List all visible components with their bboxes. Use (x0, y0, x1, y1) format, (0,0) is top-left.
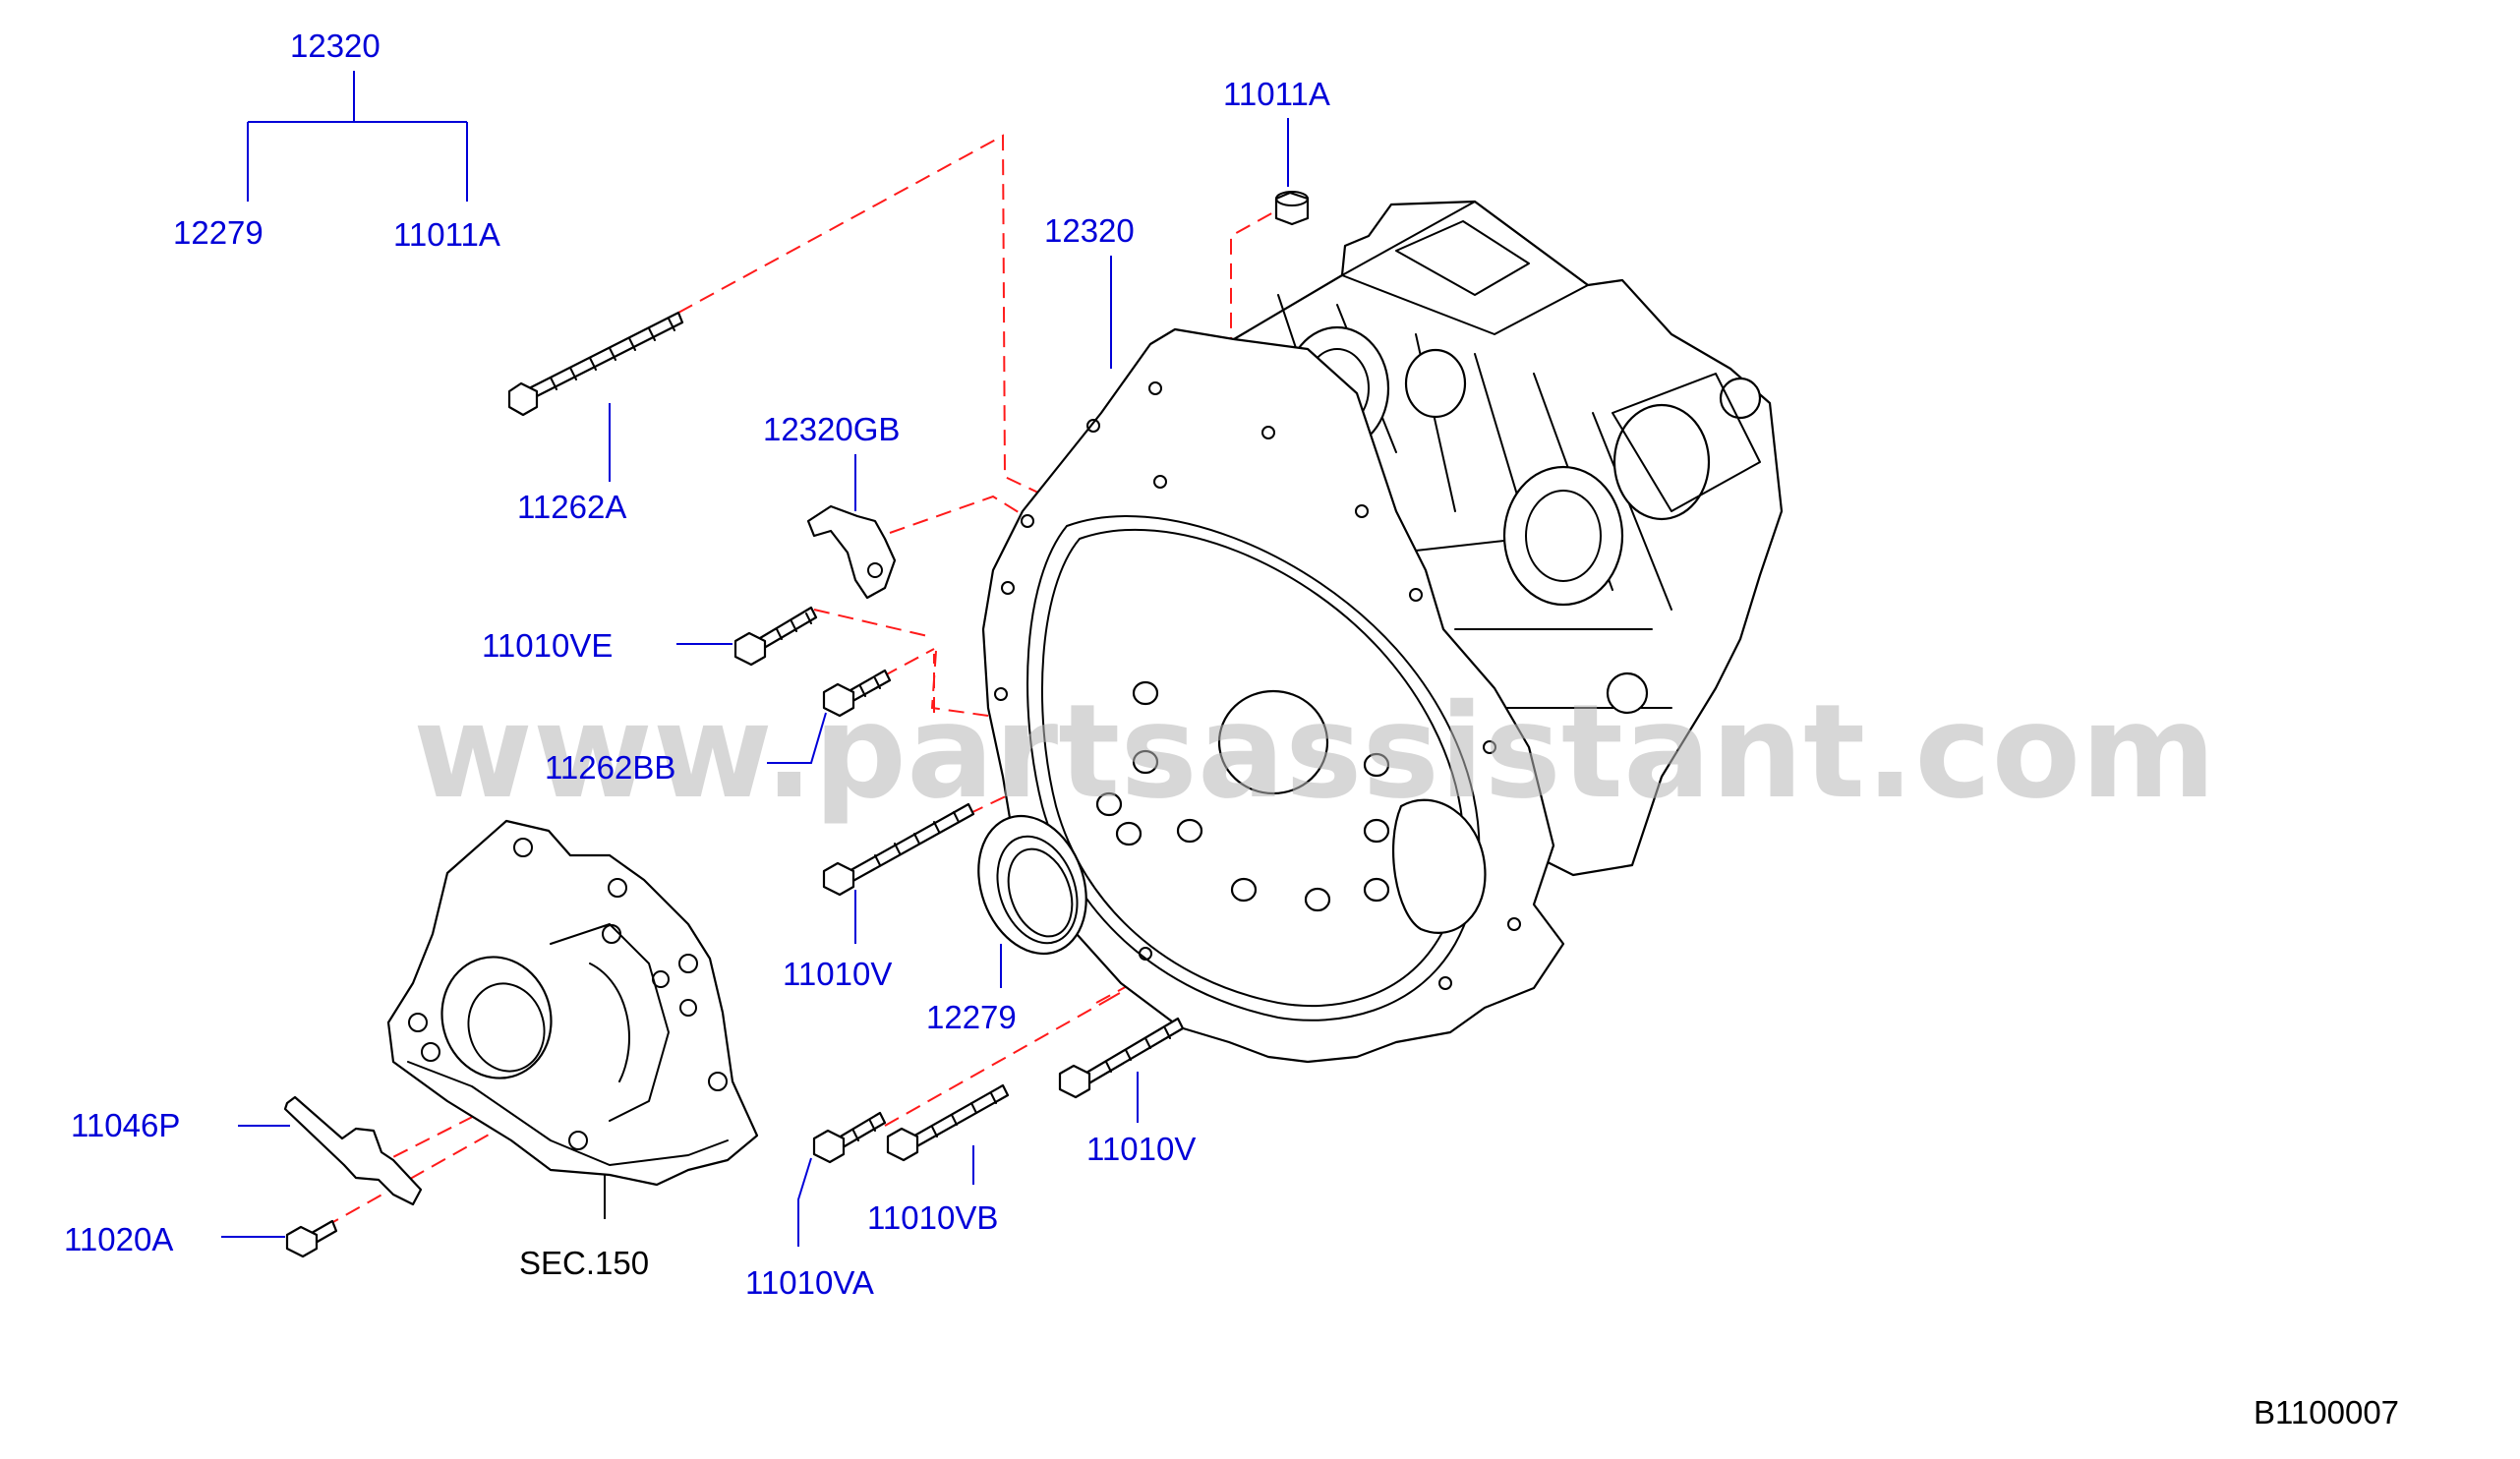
label-11046p[interactable]: 11046P (71, 1107, 180, 1143)
callout-labels: 11011A 12320 12320GB 11262A 11010VE 1126… (64, 76, 1330, 1301)
bell-inner-ring-2 (1040, 528, 1465, 1008)
cover-flange-edge (407, 1061, 729, 1166)
bolt-11010va (812, 1111, 887, 1164)
cover-bolt-holes (408, 838, 728, 1150)
casing-boss-3-inner (1525, 490, 1602, 582)
bolt-11020a (285, 1219, 338, 1258)
clip-11046p (283, 1095, 423, 1206)
cover-ribs (550, 923, 670, 1122)
label-11010va[interactable]: 11010VA (745, 1264, 874, 1301)
label-11262a[interactable]: 11262A (517, 489, 626, 525)
label-sec150[interactable]: SEC.150 (519, 1245, 649, 1281)
clutch-housing-12320 (981, 200, 1784, 1064)
dash-bolt-11262bb (882, 648, 935, 713)
label-12320[interactable]: 12320 (1044, 212, 1135, 249)
label-11020a[interactable]: 11020A (64, 1221, 173, 1257)
front-cover-sec150 (386, 819, 759, 1187)
inner-studs (1095, 680, 1390, 912)
bell-inner-ring (1026, 514, 1481, 1021)
cover-bore (440, 956, 553, 1080)
bracket-12320gb (806, 504, 897, 600)
casing-boss-2 (1404, 348, 1467, 419)
bolt-11010ve (733, 606, 818, 667)
label-11010vb[interactable]: 11010VB (867, 1199, 998, 1236)
dowel-11011a (1274, 191, 1310, 226)
label-12279[interactable]: 12279 (926, 999, 1017, 1035)
starter-opening (1391, 798, 1487, 934)
tree-child-label-1[interactable]: 12279 (173, 214, 264, 251)
casing-boss-5 (1719, 377, 1762, 420)
casing-flange (1612, 373, 1761, 512)
dash-bolt-11010ve (813, 609, 989, 717)
cover-bore-inner (467, 982, 546, 1073)
tree-connector (247, 71, 468, 202)
label-12320gb[interactable]: 12320GB (763, 411, 900, 447)
bolt-11262a (507, 311, 684, 417)
watermark-text: www.partsassistant.com (413, 676, 2216, 828)
bell-center-opening (1217, 689, 1329, 795)
casing-boss-6 (1606, 671, 1649, 715)
leader-11262bb (767, 712, 827, 764)
label-11262bb[interactable]: 11262BB (545, 749, 675, 786)
tree-child-label-2[interactable]: 11011A (393, 216, 500, 253)
casing-boss-3 (1502, 465, 1624, 607)
dowel-top (1275, 191, 1309, 206)
diagram-code: B1100007 (2254, 1394, 2399, 1430)
dash-bolt-11262a (677, 134, 1058, 502)
parts-tree: 12320 12279 11011A (173, 28, 500, 253)
dowel-body (1274, 191, 1310, 226)
label-11010v-b[interactable]: 11010V (1086, 1131, 1196, 1167)
tree-parent-label[interactable]: 12320 (290, 28, 381, 64)
bolt-11010v-lower (1058, 1017, 1185, 1099)
casing-top-deck (1341, 201, 1589, 335)
bolt-11010vb (886, 1083, 1010, 1162)
callout-leaders (221, 118, 1289, 1247)
cover-outline (386, 819, 759, 1187)
casing-boss-4 (1612, 403, 1711, 521)
label-11010ve[interactable]: 11010VE (482, 627, 613, 664)
bolt-11010v-upper (822, 802, 975, 897)
label-11010v-a[interactable]: 11010V (783, 956, 892, 992)
oil-seal-12279 (977, 814, 1087, 956)
bolt-11262bb (822, 669, 892, 718)
leader-11010va (797, 1157, 812, 1247)
label-11011a[interactable]: 11011A (1223, 76, 1330, 112)
